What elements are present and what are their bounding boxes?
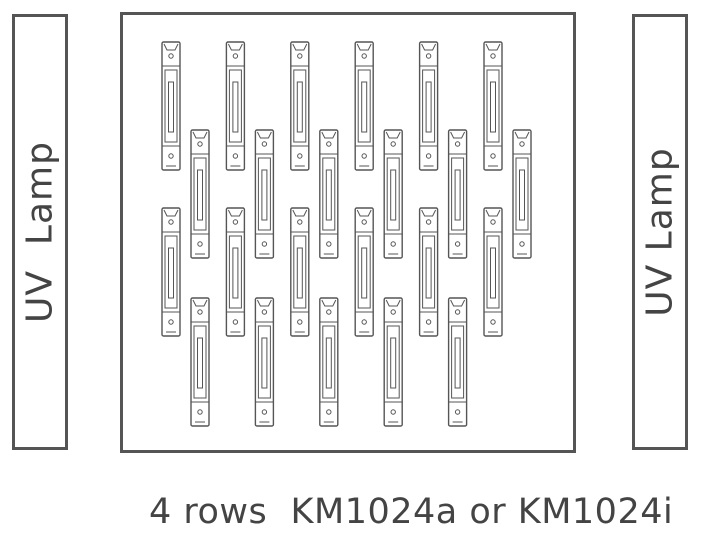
printhead xyxy=(354,41,374,171)
uv-lamp-left: UV Lamp xyxy=(12,14,68,450)
printhead xyxy=(418,41,439,171)
printhead xyxy=(190,297,210,427)
printhead xyxy=(483,207,503,337)
printhead xyxy=(161,207,181,337)
printhead xyxy=(512,129,532,259)
printhead xyxy=(225,41,246,171)
printhead xyxy=(383,297,403,427)
printhead xyxy=(225,207,246,337)
uv-lamp-right: UV Lamp xyxy=(632,14,688,450)
printhead xyxy=(319,129,339,259)
printhead xyxy=(319,297,339,427)
diagram-caption: 4 rows KM1024a or KM1024i xyxy=(149,492,674,532)
printhead xyxy=(447,297,468,427)
printhead xyxy=(290,41,310,171)
printhead xyxy=(254,129,275,259)
printhead xyxy=(354,207,374,337)
printhead xyxy=(418,207,439,337)
printhead xyxy=(483,41,503,171)
printhead xyxy=(190,129,210,259)
printhead xyxy=(447,129,468,259)
printhead xyxy=(161,41,181,171)
uv-lamp-right-label: UV Lamp xyxy=(639,147,681,317)
printhead xyxy=(383,129,403,259)
printhead xyxy=(254,297,275,427)
printhead xyxy=(290,207,310,337)
